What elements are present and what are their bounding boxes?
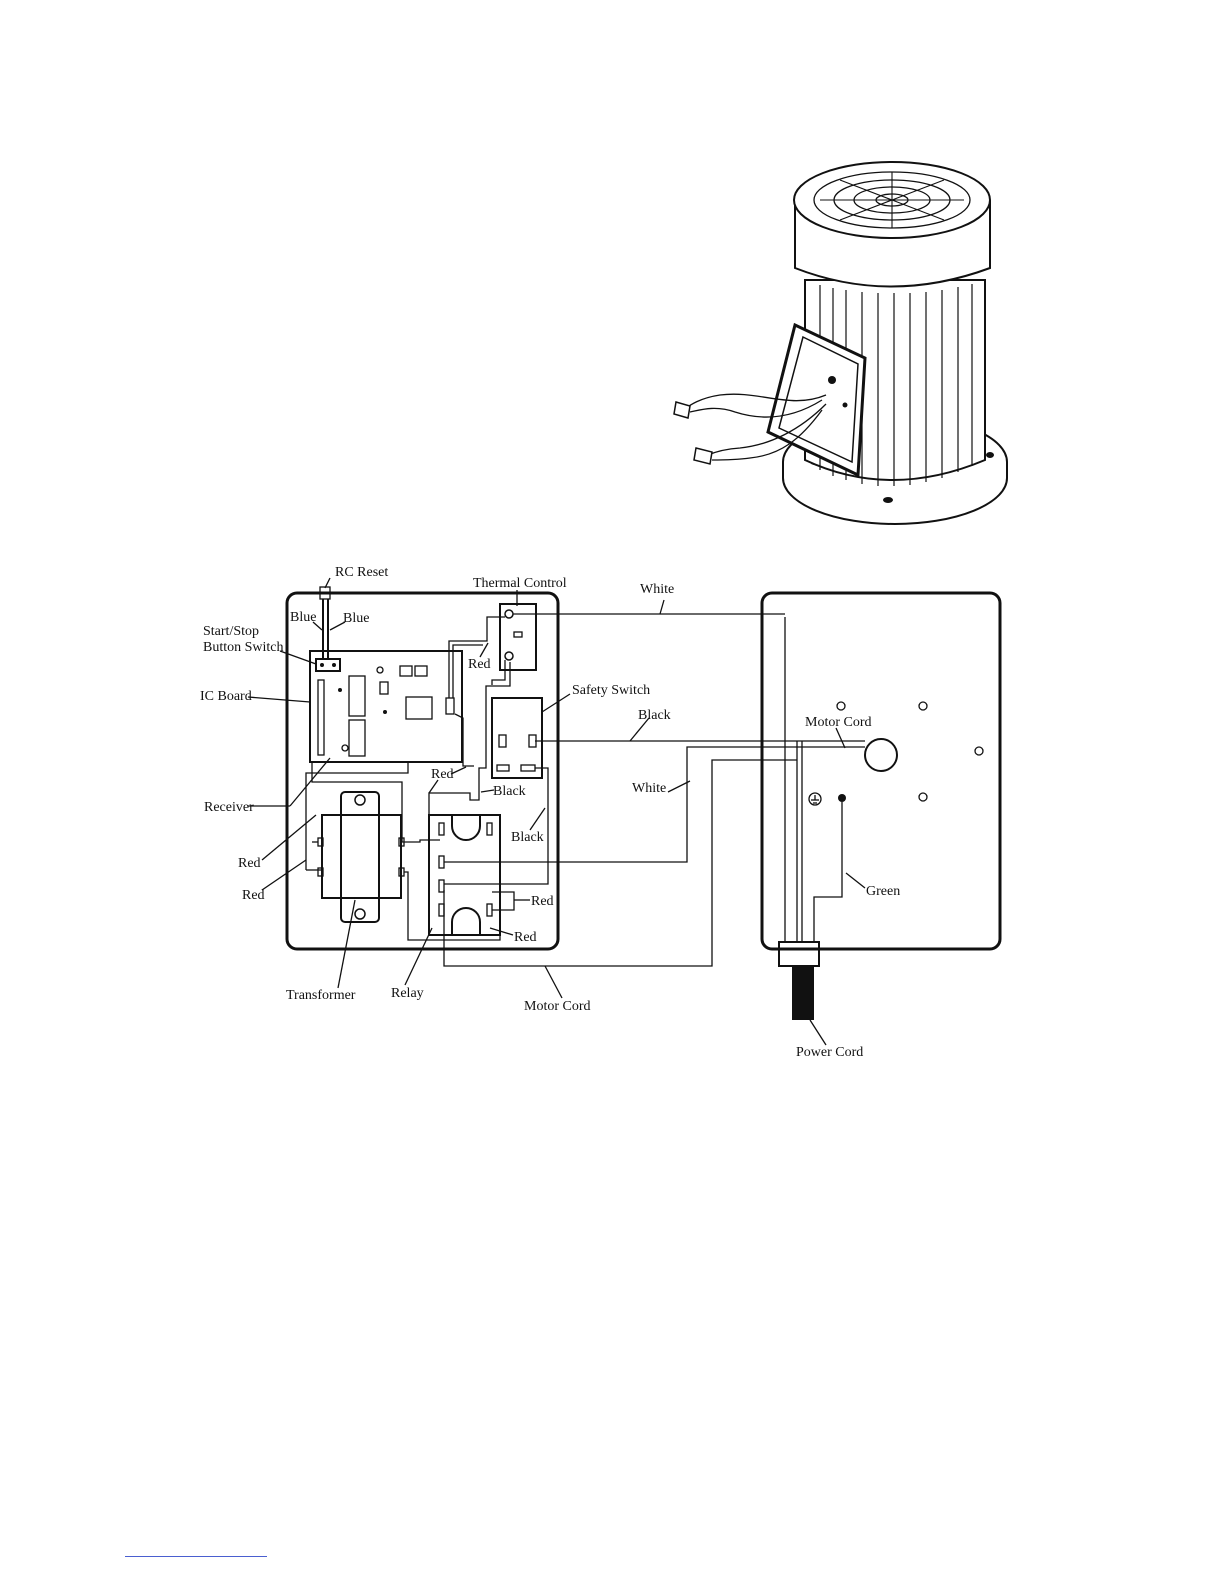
motor-illustration <box>674 162 1007 524</box>
label-white-top: White <box>640 582 674 597</box>
label-red-thermal: Red <box>468 657 491 672</box>
label-white-mid: White <box>632 781 666 796</box>
label-red-left-2: Red <box>242 888 265 903</box>
label-rc-reset: RC Reset <box>335 565 388 580</box>
control-box <box>287 587 558 949</box>
label-green: Green <box>866 884 900 899</box>
label-ic-board: IC Board <box>200 689 252 704</box>
label-safety-switch: Safety Switch <box>572 683 650 698</box>
label-red-mid: Red <box>431 767 454 782</box>
footer-rule <box>125 1556 267 1557</box>
label-start-stop: Start/Stop <box>203 624 259 639</box>
transformer <box>322 815 401 898</box>
label-blue-left: Blue <box>290 610 316 625</box>
label-black-safety: Black <box>638 708 671 723</box>
label-blue-right: Blue <box>343 611 369 626</box>
label-power-cord: Power Cord <box>796 1045 863 1060</box>
label-black-relay: Black <box>511 830 544 845</box>
power-cord <box>792 966 814 1020</box>
label-red-left-1: Red <box>238 856 261 871</box>
label-red-relay-2: Red <box>514 930 537 945</box>
motor-plate <box>762 593 1000 1020</box>
label-motor-cord-bottom: Motor Cord <box>524 999 591 1014</box>
label-relay: Relay <box>391 986 424 1001</box>
label-transformer: Transformer <box>286 988 356 1003</box>
ic-board <box>310 651 462 762</box>
label-thermal-control: Thermal Control <box>473 576 567 591</box>
label-motor-cord-right: Motor Cord <box>805 715 872 730</box>
label-black-mid: Black <box>493 784 526 799</box>
label-button-switch: Button Switch <box>203 640 284 655</box>
label-receiver: Receiver <box>204 800 254 815</box>
label-red-relay-1: Red <box>531 894 554 909</box>
start-stop-switch <box>316 659 340 671</box>
